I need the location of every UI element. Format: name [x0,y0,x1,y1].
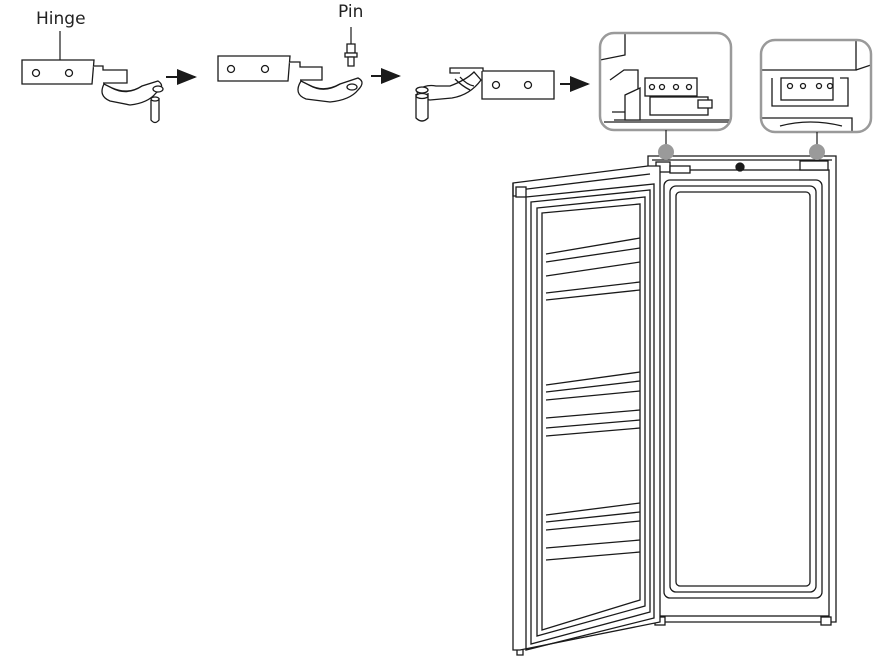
callout-right-hinge [759,38,873,134]
hinge-step-2 [217,55,363,103]
callout-left-hinge [598,31,733,132]
pin [344,43,358,67]
freezer-cabinet [647,155,837,626]
hinge-location-dot-left [658,144,674,160]
hinge-step-3-flipped [415,67,555,122]
hinge-step-1 [21,59,164,124]
hinge-label: Hinge [36,9,86,29]
freezer-door-open [512,165,661,656]
hinge-location-dot-right [809,144,825,160]
pin-label: Pin [338,2,364,22]
callout-right-border [759,38,873,134]
